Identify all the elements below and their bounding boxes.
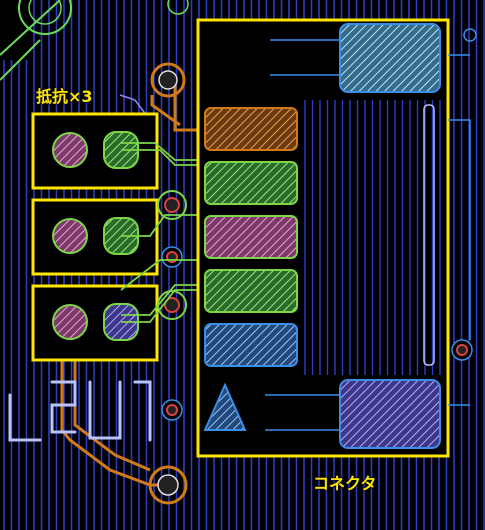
vias <box>148 28 477 505</box>
resistor-r3[interactable] <box>31 284 159 362</box>
connector-outline-bar <box>423 104 435 366</box>
connector-pin-3[interactable] <box>204 215 298 259</box>
right-edge-traces <box>448 54 471 406</box>
connector-mount-pad-bottom[interactable] <box>339 379 441 449</box>
connector-label: コネクタ <box>313 474 377 493</box>
connector-pin-5[interactable] <box>204 323 298 367</box>
resistor-r1[interactable] <box>31 112 159 190</box>
connector-pin-1[interactable] <box>204 107 298 151</box>
resistor-group-label: 抵抗×3 <box>36 87 93 106</box>
pad-r2-1[interactable] <box>52 218 88 254</box>
connector-pin-4[interactable] <box>204 269 298 313</box>
connector-mount-pad-top[interactable] <box>339 23 441 93</box>
triangle-icon <box>203 382 247 431</box>
pad-r1-1[interactable] <box>52 132 88 168</box>
pad-r3-1[interactable] <box>52 304 88 340</box>
resistor-r2[interactable] <box>31 198 159 276</box>
connector-pin-2[interactable] <box>204 161 298 205</box>
signal-traces <box>120 142 210 323</box>
connector[interactable] <box>196 18 450 458</box>
silkscreen-marking <box>8 380 152 442</box>
